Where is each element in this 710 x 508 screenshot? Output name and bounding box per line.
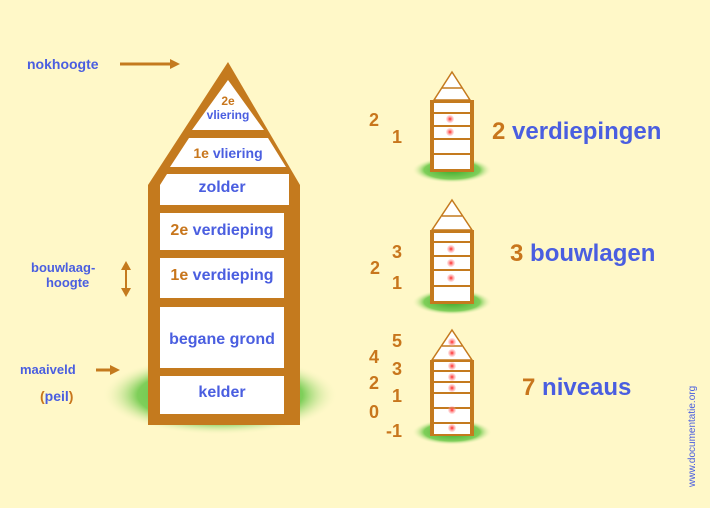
room-kelder — [160, 376, 284, 414]
ex3-number-minus1: -1 — [386, 421, 403, 441]
label-kelder: kelder — [198, 384, 246, 401]
small-house-bouwlagen — [412, 198, 492, 315]
room-verdieping-1 — [160, 258, 284, 298]
verdieping-2-text: verdieping — [188, 222, 274, 239]
ex2-word: bouwlagen — [523, 240, 656, 267]
label-bouwlaaghoogte: bouwlaag- hoogte — [31, 260, 95, 290]
ex1-count: 2 — [492, 118, 506, 145]
ex2-number-3: 3 — [392, 242, 403, 262]
ex1-number-1: 1 — [392, 127, 403, 147]
label-bouwlaaghoogte-line2: hoogte — [45, 275, 90, 290]
peil-close-paren: ) — [68, 388, 74, 404]
vliering-2-text: vliering — [206, 108, 250, 122]
peil-open-paren: ( — [40, 388, 45, 404]
verdieping-1-text: verdieping — [188, 267, 274, 284]
label-vliering-2: 2e vliering — [196, 94, 260, 122]
label-begane-grond: begane grond — [169, 331, 275, 348]
room-begane-grond — [160, 307, 284, 368]
ex3-number-2: 2 — [369, 373, 380, 393]
room-vliering-1 — [170, 138, 286, 167]
label-zolder: zolder — [198, 179, 246, 196]
nokhoogte-arrow — [120, 59, 180, 69]
ex2-number-2: 2 — [370, 258, 381, 278]
bouwlaaghoogte-arrow — [121, 261, 131, 297]
room-zolder — [160, 174, 289, 205]
label-vliering-1: 1e vliering — [172, 145, 284, 161]
ex3-number-5: 5 — [392, 331, 403, 351]
vliering-1-text: vliering — [208, 145, 263, 161]
label-peil: (peil) — [40, 388, 73, 404]
small-house-verdiepingen — [412, 70, 492, 183]
ex3-number-0: 0 — [369, 402, 380, 422]
ex1-caption: 2 verdiepingen — [492, 118, 661, 146]
ex1-word: verdiepingen — [505, 118, 662, 145]
maaiveld-arrow — [96, 365, 120, 375]
vliering-1-num: 1e — [193, 145, 209, 161]
label-maaiveld: maaiveld — [20, 362, 76, 377]
ex3-number-1: 1 — [392, 386, 403, 406]
verdieping-1-num: 1e — [170, 267, 189, 284]
vliering-2-num: 2e — [221, 94, 235, 108]
label-nokhoogte: nokhoogte — [27, 56, 99, 72]
ex1-number-2: 2 — [369, 110, 380, 130]
label-verdieping-1: 1e verdieping — [160, 267, 284, 285]
credit-url: www.documentatie.org — [687, 385, 698, 487]
peil-word: peil — [44, 388, 69, 404]
label-bouwlaaghoogte-line1: bouwlaag- — [31, 260, 96, 275]
verdieping-2-num: 2e — [170, 222, 189, 239]
ex3-caption: 7 niveaus — [522, 374, 631, 402]
ex3-word: niveaus — [535, 374, 632, 401]
ex2-count: 3 — [510, 240, 524, 267]
small-house-niveaus — [412, 328, 492, 445]
room-vliering-2 — [192, 80, 264, 130]
room-verdieping-2 — [160, 213, 284, 250]
label-verdieping-2: 2e verdieping — [160, 222, 284, 240]
ex3-number-3: 3 — [392, 359, 403, 379]
ex2-caption: 3 bouwlagen — [510, 240, 655, 268]
ex3-count: 7 — [522, 374, 536, 401]
ex2-number-1: 1 — [392, 273, 403, 293]
ex3-number-4: 4 — [369, 347, 380, 367]
